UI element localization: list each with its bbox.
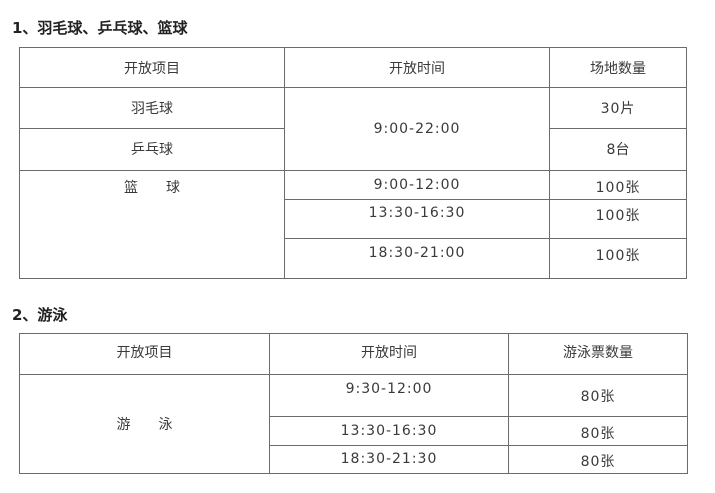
table-row: 18:30-21:00 100张: [20, 238, 687, 279]
count-basketball-2: 100张: [549, 199, 687, 239]
time-swimming-1: 9:30-12:00: [269, 374, 509, 417]
header-item: 开放项目: [19, 333, 270, 375]
section-1-heading: 1、羽毛球、乒乓球、篮球: [12, 19, 188, 37]
count-basketball-1: 100张: [549, 170, 687, 200]
header-time: 开放时间: [269, 333, 509, 375]
table-row: 乒乓球 8台: [19, 128, 687, 171]
time-swimming-2: 13:30-16:30: [269, 416, 509, 446]
count-pingpong: 8台: [549, 128, 687, 171]
time-shared: 9:00-22:00: [284, 87, 550, 171]
count-swimming-2: 80张: [508, 416, 688, 446]
swimming-schedule-table: 开放项目 开放时间 游泳票数量 游 泳 9:30-12:00 80张 13:30…: [19, 333, 688, 474]
table-row: 13:30-16:30 80张: [20, 416, 688, 446]
count-swimming-1: 80张: [508, 374, 688, 417]
header-count: 游泳票数量: [508, 333, 688, 375]
table-row: 游 泳 9:30-12:00 80张: [19, 374, 688, 474]
item-badminton: 羽毛球: [19, 87, 285, 129]
header-time: 开放时间: [284, 47, 550, 88]
header-item: 开放项目: [19, 47, 285, 88]
item-basketball: 篮 球: [19, 170, 285, 279]
sports-schedule-table: 开放项目 开放时间 场地数量 羽毛球 9:00-22:00 30片 乒乓球 8台…: [19, 47, 687, 279]
table-row: 13:30-16:30 100张: [20, 199, 687, 239]
time-basketball-1: 9:00-12:00: [284, 170, 550, 200]
table-row: 篮 球 9:00-12:00 100张: [19, 170, 687, 279]
section-2-heading: 2、游泳: [12, 306, 68, 324]
item-swimming: 游 泳: [19, 374, 270, 474]
time-basketball-3: 18:30-21:00: [284, 238, 550, 279]
time-basketball-2: 13:30-16:30: [284, 199, 550, 239]
count-basketball-3: 100张: [549, 238, 687, 279]
table-row: 18:30-21:30 80张: [20, 445, 688, 474]
header-count: 场地数量: [549, 47, 687, 88]
count-badminton: 30片: [549, 87, 687, 129]
item-pingpong: 乒乓球: [19, 128, 285, 171]
time-swimming-3: 18:30-21:30: [269, 445, 509, 474]
table-row: 羽毛球 9:00-22:00 30片: [19, 87, 687, 171]
table-header-row: 开放项目 开放时间 游泳票数量: [19, 333, 688, 375]
table-header-row: 开放项目 开放时间 场地数量: [19, 47, 687, 88]
count-swimming-3: 80张: [508, 445, 688, 474]
